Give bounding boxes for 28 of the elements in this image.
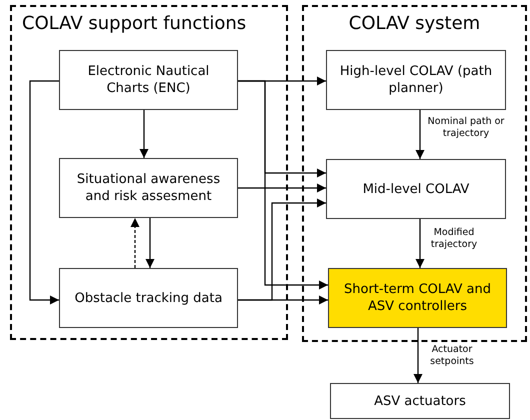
process-box — [326, 50, 506, 110]
process-box — [328, 268, 507, 328]
arrow — [416, 110, 424, 159]
box-label: High-level COLAV (path planner) — [338, 63, 494, 97]
arrow — [238, 184, 326, 192]
dashed-group-frame — [10, 5, 288, 340]
group-title: COLAV support functions — [22, 13, 246, 34]
process-box — [326, 159, 506, 219]
arrow — [238, 198, 326, 301]
arrow — [238, 80, 328, 290]
arrow — [140, 110, 148, 158]
arrow — [29, 80, 59, 304]
process-box — [59, 158, 238, 218]
box-label: Short-term COLAV and ASV controllers — [343, 281, 492, 315]
process-box — [59, 50, 238, 110]
box-label: Situational awareness and risk assesment — [76, 171, 222, 205]
arrow — [414, 328, 422, 383]
group-title: COLAV system — [348, 13, 480, 34]
process-box — [330, 383, 510, 419]
dashed-group-frame — [302, 5, 527, 342]
arrow — [130, 218, 140, 268]
process-box — [59, 268, 238, 328]
arrow — [416, 219, 424, 268]
box-label: Mid-level COLAV — [362, 180, 470, 198]
box-label: Electronic Nautical Charts (ENC) — [86, 63, 210, 97]
box-label: Obstacle tracking data — [74, 290, 224, 306]
arrow — [146, 218, 154, 268]
box-label: ASV actuators — [373, 392, 467, 410]
